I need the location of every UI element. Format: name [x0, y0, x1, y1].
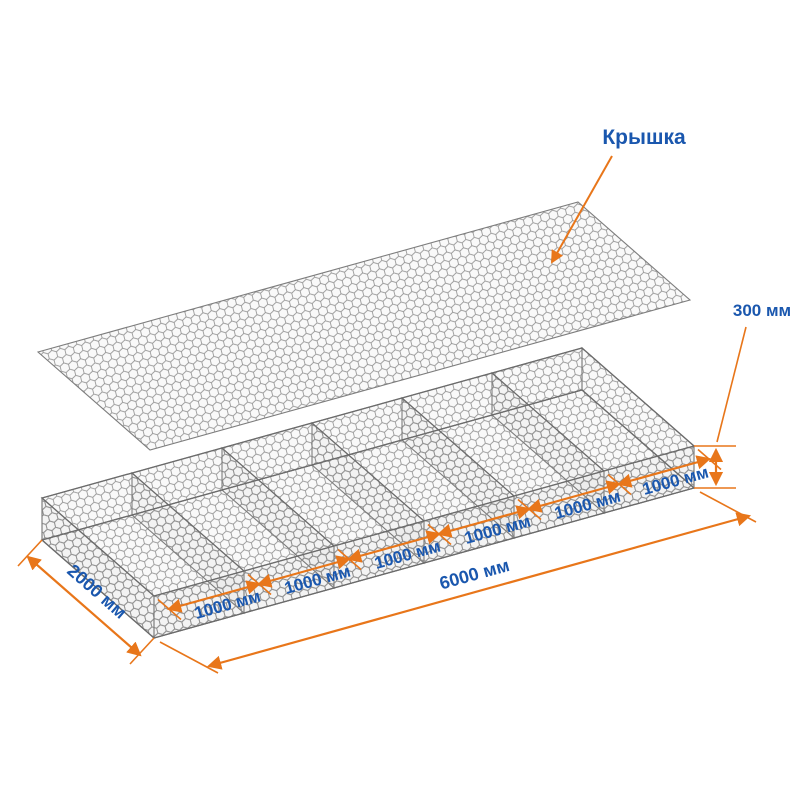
- lid-label: Крышка: [602, 126, 686, 149]
- width-ext-front: [129, 637, 155, 665]
- height-leader-line: [716, 326, 747, 443]
- length-dimension-arrow: [206, 512, 752, 670]
- height-label: 300 мм: [733, 301, 791, 320]
- lid-callout: Крышка: [551, 126, 686, 264]
- width-dimension-arrow: [26, 555, 142, 657]
- height-dimension: 300 мм: [694, 301, 791, 489]
- gabion-lid: [36, 201, 692, 451]
- length-label: 6000 мм: [437, 555, 511, 593]
- width-ext-back: [17, 539, 43, 567]
- lid-callout-arrow: [551, 155, 613, 264]
- length-ext-left: [159, 641, 219, 674]
- lid-mesh-panel: [36, 201, 692, 451]
